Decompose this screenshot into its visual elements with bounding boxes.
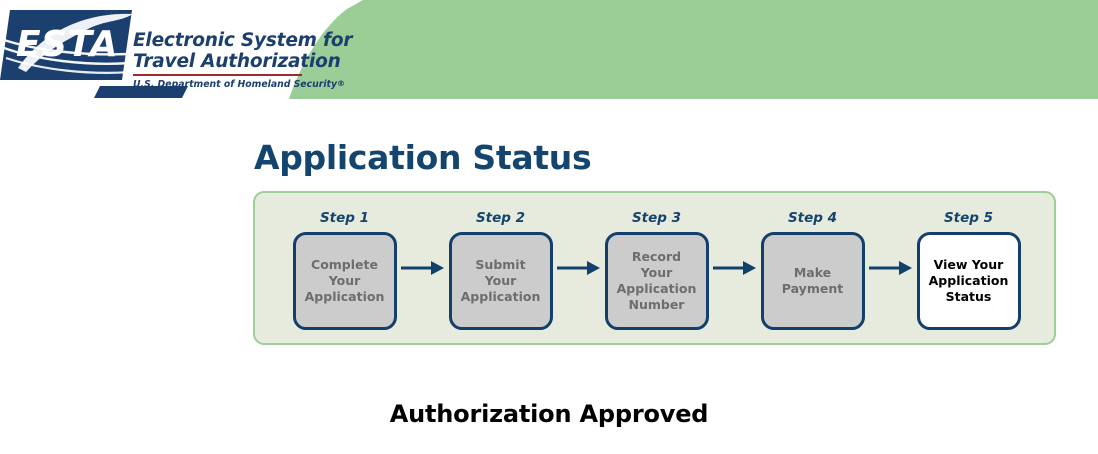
step-label-1: Step 1 — [319, 210, 370, 226]
step-arrow-icon — [865, 193, 917, 343]
step-label-2: Step 2 — [475, 210, 526, 226]
header-green-band — [0, 0, 1098, 99]
brand-agency-text: U.S. Department of Homeland Security — [133, 79, 338, 90]
step-label-4: Step 4 — [787, 210, 838, 226]
esta-logo: ESTA — [0, 6, 300, 102]
step-label-5: Step 5 — [943, 210, 994, 226]
brand-agency-line: U.S. Department of Homeland Security® — [133, 79, 345, 90]
brand-wordmark: Electronic System for Travel Authorizati… — [133, 30, 353, 90]
authorization-status-message: Authorization Approved — [389, 400, 709, 428]
page-title: Application Status — [254, 138, 592, 178]
brand-line-2: Travel Authorization — [133, 51, 341, 72]
step-label-3: Step 3 — [631, 210, 682, 226]
step-arrow-icon — [709, 193, 761, 343]
step-arrow-icon — [397, 193, 449, 343]
registered-mark-icon: ® — [337, 79, 346, 88]
svg-text:ESTA: ESTA — [16, 24, 118, 65]
site-header: ESTA Electronic System for Travel Author… — [0, 0, 1098, 104]
brand-divider-rule — [133, 74, 302, 76]
step-arrow-icon — [553, 193, 605, 343]
brand-line-1: Electronic System for — [133, 30, 353, 51]
